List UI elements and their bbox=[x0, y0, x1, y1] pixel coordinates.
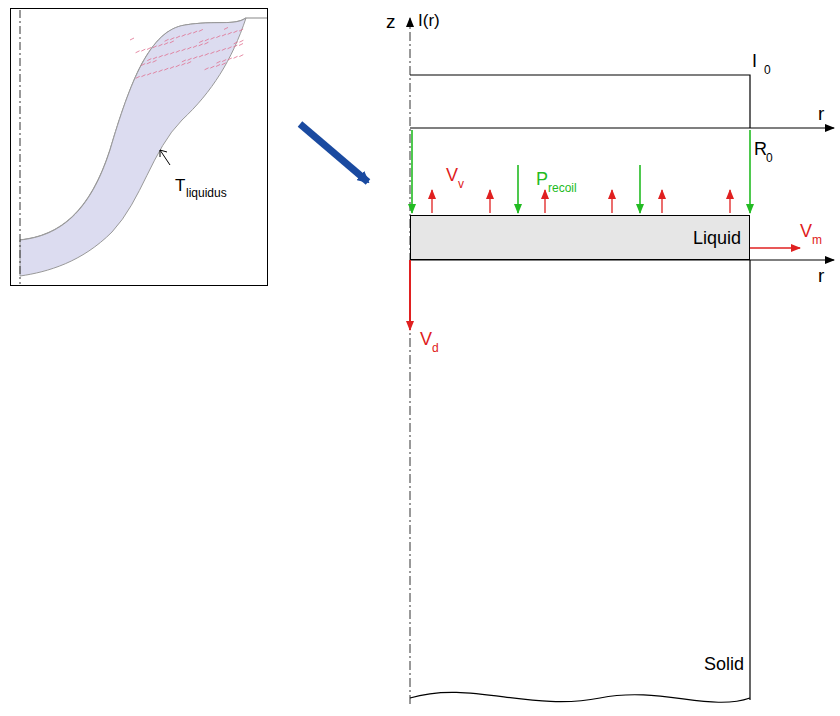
symbol: V bbox=[446, 166, 458, 184]
symbol: P bbox=[536, 170, 548, 188]
break-line bbox=[410, 692, 750, 702]
subscript: d bbox=[432, 342, 439, 354]
symbol: V bbox=[800, 222, 812, 240]
inset-box: Tliquidus bbox=[10, 8, 268, 286]
node-text: Liquid bbox=[693, 229, 741, 247]
subscript: m bbox=[812, 234, 822, 246]
symbol: V bbox=[420, 330, 432, 348]
solid-wall bbox=[749, 260, 750, 700]
axis-name: z bbox=[386, 12, 396, 31]
symbol: R bbox=[754, 140, 767, 158]
node-text: Solid bbox=[704, 655, 744, 673]
r-axis bbox=[410, 127, 834, 128]
axis-name: r bbox=[818, 266, 824, 285]
subscript: v bbox=[458, 178, 464, 190]
drilling-velocity-arrow bbox=[409, 260, 411, 330]
pointer-arrow bbox=[300, 124, 368, 182]
node-text: liquidus bbox=[186, 187, 227, 199]
symbol: I bbox=[752, 52, 757, 70]
node-text: T bbox=[175, 177, 185, 194]
z-axis bbox=[410, 18, 411, 704]
subscript: recoil bbox=[548, 182, 577, 194]
melt-pool-inset bbox=[20, 10, 268, 284]
subscript: 0 bbox=[766, 152, 773, 164]
intensity-profile bbox=[410, 75, 750, 128]
liquid-layer: Liquid bbox=[410, 215, 750, 260]
vapour-arrows bbox=[432, 190, 730, 213]
axis-name: r bbox=[818, 104, 824, 123]
melt-velocity-arrow bbox=[750, 247, 800, 249]
axis-name: I(r) bbox=[418, 12, 440, 29]
subscript: 0 bbox=[764, 64, 771, 76]
solid-region: Solid bbox=[410, 260, 750, 690]
recoil-arrows bbox=[412, 130, 750, 213]
